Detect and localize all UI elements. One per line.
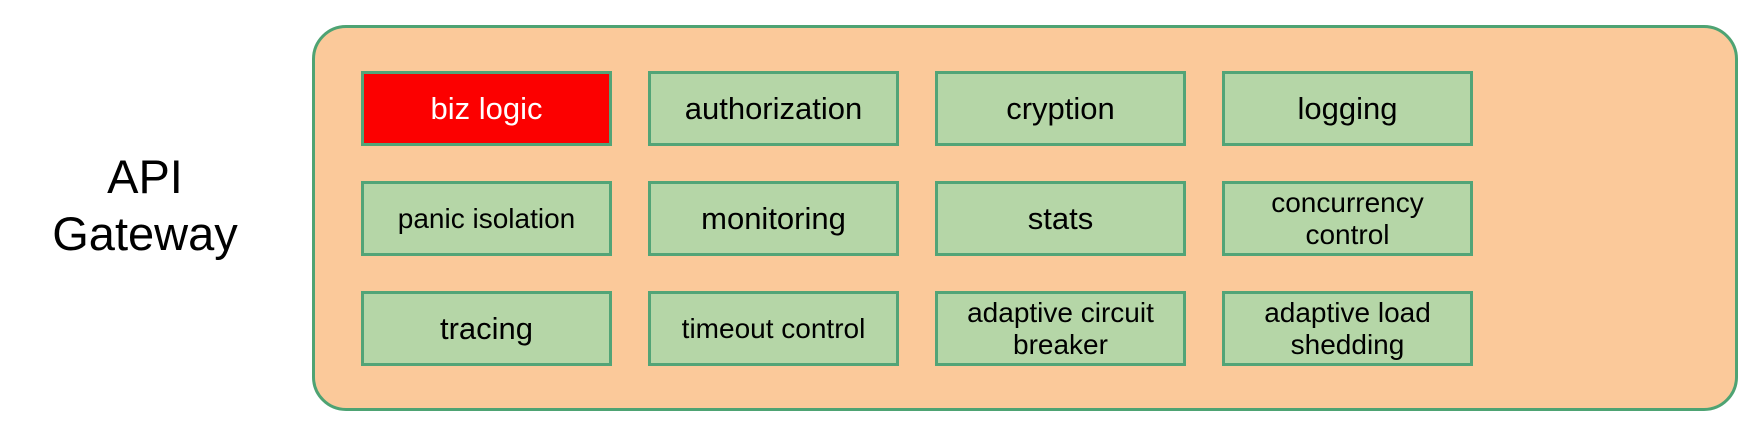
capability-grid: biz logic authorization cryption logging pan… bbox=[361, 71, 1695, 366]
capability-box[interactable]: stats bbox=[935, 181, 1186, 256]
capability-box[interactable]: logging bbox=[1222, 71, 1473, 146]
capability-box[interactable]: authorization bbox=[648, 71, 899, 146]
capability-box[interactable]: cryption bbox=[935, 71, 1186, 146]
capability-box[interactable]: monitoring bbox=[648, 181, 899, 256]
api-gateway-container: biz logic authorization cryption logging pan… bbox=[312, 25, 1738, 411]
capability-box[interactable]: adaptive circuit breaker bbox=[935, 291, 1186, 366]
capability-box[interactable]: concurrency control bbox=[1222, 181, 1473, 256]
capability-box[interactable]: adaptive load shedding bbox=[1222, 291, 1473, 366]
capability-box[interactable]: biz logic bbox=[361, 71, 612, 146]
capability-box[interactable]: panic isolation bbox=[361, 181, 612, 256]
capability-box[interactable]: timeout control bbox=[648, 291, 899, 366]
api-gateway-label: API Gateway bbox=[52, 150, 238, 260]
capability-box[interactable]: tracing bbox=[361, 291, 612, 366]
